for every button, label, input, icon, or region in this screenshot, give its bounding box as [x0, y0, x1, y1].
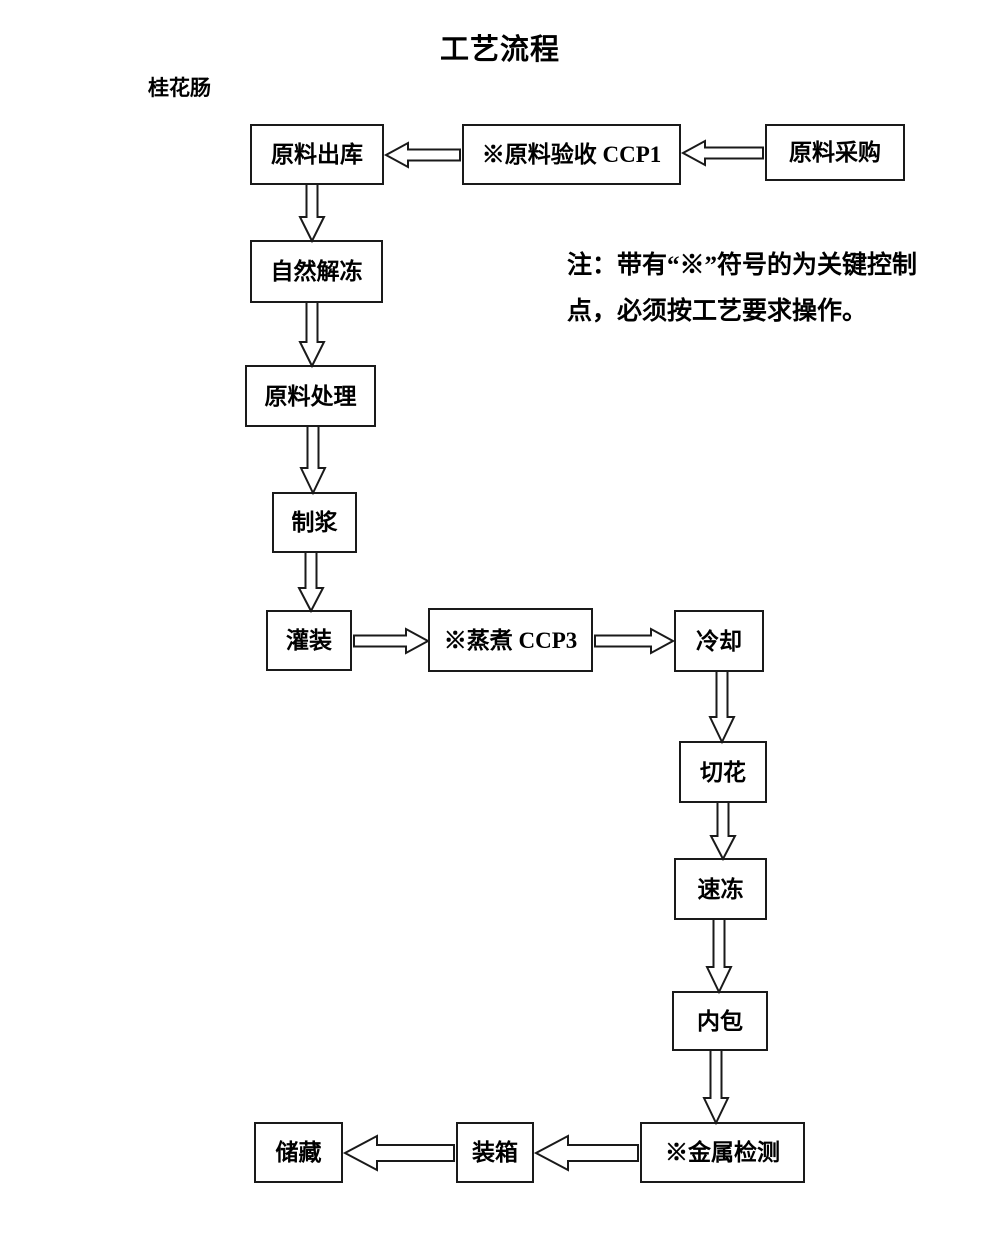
node-boxing[interactable]: 装箱: [456, 1122, 534, 1183]
legend-note: 注：带有“※”符号的为关键控制点，必须按工艺要求操作。: [567, 252, 918, 326]
arrow-filling-to-steaming: [353, 627, 431, 655]
node-raw-material-outbound[interactable]: 原料出库: [250, 124, 384, 185]
node-flower-cutting[interactable]: 切花: [679, 741, 767, 803]
node-metal-detection[interactable]: ※金属检测: [640, 1122, 805, 1183]
arrow-thawing-to-processing: [298, 301, 326, 369]
page-title: 工艺流程: [439, 34, 560, 66]
arrow-processing-to-pulping: [299, 425, 327, 496]
product-name-label: 桂花肠: [148, 76, 211, 100]
node-natural-thawing[interactable]: 自然解冻: [250, 240, 383, 303]
node-cooling[interactable]: 冷却: [674, 610, 764, 672]
arrow-steaming-to-cooling: [594, 627, 676, 655]
node-raw-material-processing[interactable]: 原料处理: [245, 365, 376, 427]
arrow-boxing-to-storage: [342, 1134, 455, 1172]
arrow-metal-detection-to-boxing: [533, 1134, 639, 1172]
node-raw-material-acceptance[interactable]: ※原料验收 CCP1: [462, 124, 681, 185]
arrow-flower-cutting-to-quick-freezing: [709, 801, 737, 862]
arrow-outbound-to-thawing: [298, 183, 326, 244]
arrow-cooling-to-flower-cutting: [708, 670, 736, 745]
node-pulping[interactable]: 制浆: [272, 492, 357, 553]
node-storage[interactable]: 储藏: [254, 1122, 343, 1183]
arrow-acceptance-to-outbound: [383, 141, 461, 169]
node-quick-freezing[interactable]: 速冻: [674, 858, 767, 920]
arrow-quick-freezing-to-inner-packing: [705, 918, 733, 995]
arrow-pulping-to-filling: [297, 551, 325, 614]
arrow-purchase-to-acceptance: [680, 139, 764, 167]
arrow-inner-packing-to-metal-detection: [702, 1049, 730, 1126]
node-filling[interactable]: 灌装: [266, 610, 352, 671]
node-steaming[interactable]: ※蒸煮 CCP3: [428, 608, 593, 672]
node-raw-material-purchase[interactable]: 原料采购: [765, 124, 905, 181]
node-inner-packing[interactable]: 内包: [672, 991, 768, 1051]
